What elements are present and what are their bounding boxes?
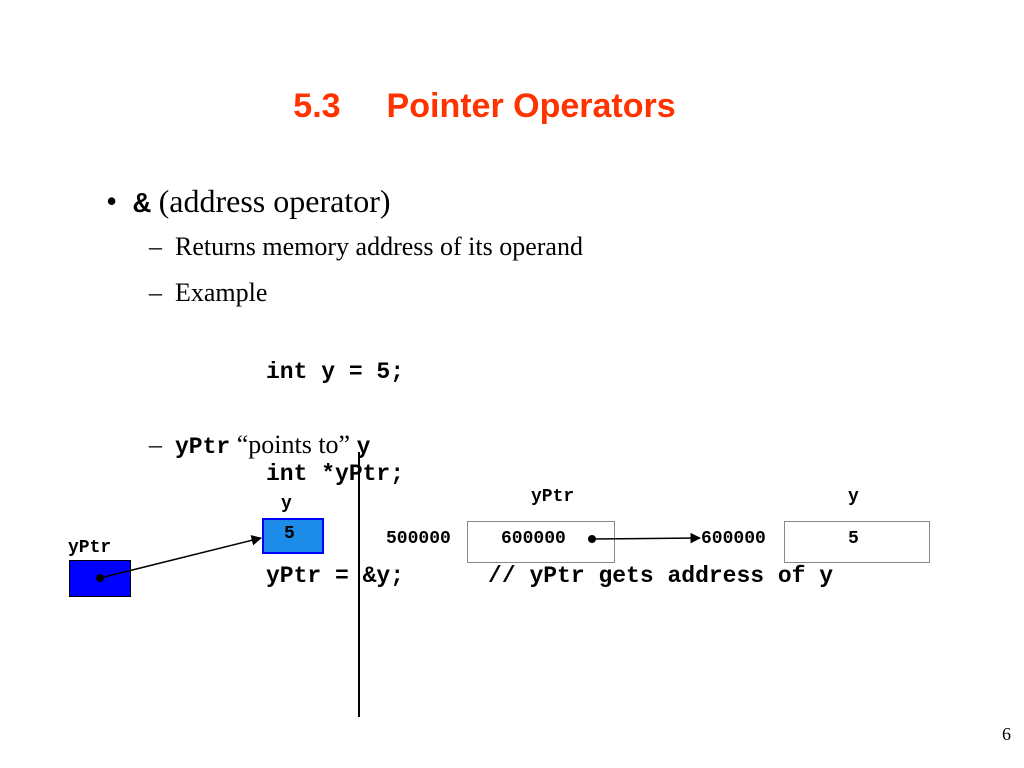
dash-marker: – [149, 430, 175, 459]
y-value: 5 [848, 529, 859, 549]
vertical-divider [358, 452, 360, 717]
code-block: int y = 5; int *yPtr; yPtr = &y; // yPtr … [266, 287, 833, 627]
sub-bullet-text: Returns memory address of its operand [175, 232, 583, 261]
page-number: 6 [1002, 724, 1011, 744]
code-line-3: yPtr = &y; // yPtr gets address of y [266, 559, 833, 593]
points-to-text: “points to” [236, 430, 351, 459]
y-address: 600000 [701, 529, 766, 549]
left-yptr-box [69, 560, 131, 597]
sub-bullet-text: Example [175, 278, 268, 307]
var-yptr: yPtr [175, 434, 231, 460]
yptr-value: 600000 [501, 529, 566, 549]
code-line-1: int y = 5; [266, 359, 405, 385]
dash-marker: – [149, 278, 175, 307]
title-number: 5.3 [293, 87, 341, 125]
sub-bullet-returns: – Returns memory address of its operand [136, 202, 583, 262]
left-y-box [262, 518, 324, 554]
right-y-box [784, 521, 930, 563]
left-yptr-label: yPtr [68, 538, 112, 558]
right-yptr-label: yPtr [531, 487, 575, 507]
var-y: y [356, 434, 371, 460]
right-yptr-box [467, 521, 615, 563]
bullet-text: (address operator) [158, 183, 391, 219]
right-y-label: y [848, 487, 859, 507]
code-line-2: int *yPtr; [266, 461, 405, 487]
sub-bullet-points-to: – yPtr “points to” y [136, 400, 370, 460]
code-comment: // yPtr gets address of y [488, 563, 834, 589]
ampersand-symbol: & [133, 188, 151, 221]
left-y-value: 5 [284, 524, 295, 544]
bullet-dot: • [106, 183, 134, 219]
sub-bullet-example: – Example [136, 248, 267, 308]
dash-marker: – [149, 232, 175, 261]
title-text: Pointer Operators [386, 87, 676, 125]
slide-title: 5.3 Pointer Operators [0, 48, 950, 126]
left-y-label: y [281, 494, 292, 514]
yptr-address: 500000 [386, 529, 451, 549]
bullet-address-operator: • &(address operator) [90, 146, 391, 221]
code-statement: yPtr = &y; [266, 563, 405, 589]
